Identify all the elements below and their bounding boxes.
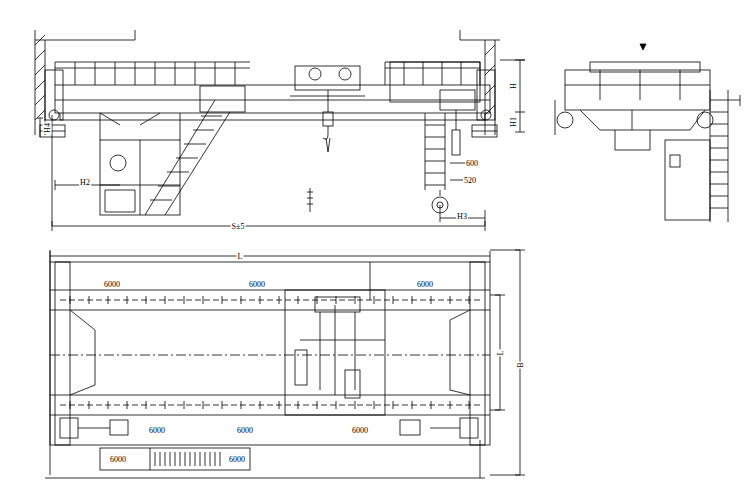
rail-tick — [165, 296, 166, 409]
railing-post — [175, 62, 176, 85]
railing-post — [115, 62, 116, 85]
railing-post — [385, 62, 386, 85]
dimension-label: S±5 — [231, 222, 246, 231]
dimension-label: 6000 — [248, 280, 266, 289]
dimension-label: H3 — [456, 212, 468, 221]
railing-post — [235, 62, 236, 85]
rail-tick — [146, 296, 147, 409]
rail-tick — [108, 296, 109, 409]
rail-tick — [222, 296, 223, 409]
dimension-label: H4 — [43, 122, 52, 134]
rail-tick — [317, 296, 318, 409]
railing-post — [461, 62, 462, 85]
dimension-label: 6000 — [416, 280, 434, 289]
railing-post — [135, 62, 136, 85]
dimension-label: L — [237, 252, 244, 261]
dimension-label: 6000 — [109, 455, 127, 464]
railing-post — [75, 62, 76, 85]
dimension-label: 6000 — [236, 426, 254, 435]
rail-tick — [260, 296, 261, 409]
rail-tick — [241, 296, 242, 409]
dimension-label: 6000 — [148, 426, 166, 435]
dimension-label: H — [509, 82, 518, 90]
railing-post — [404, 62, 405, 85]
railing-post — [55, 62, 56, 85]
dimension-label: H1 — [509, 116, 518, 128]
dimension-label: 520 — [463, 176, 477, 185]
rail-tick — [279, 296, 280, 409]
rail-tick — [393, 296, 394, 409]
railing-post — [423, 62, 424, 85]
rail-tick — [184, 296, 185, 409]
rail-tick — [412, 296, 413, 409]
rail-tick — [89, 296, 90, 409]
railing-post — [95, 62, 96, 85]
dimension-label: H2 — [79, 178, 91, 187]
railing-post — [195, 62, 196, 85]
plan-view — [45, 250, 525, 478]
rail-tick — [374, 296, 375, 409]
railing-post — [215, 62, 216, 85]
side-view — [555, 44, 740, 222]
rail-tick — [469, 296, 470, 409]
dimension-label: B — [516, 361, 525, 368]
dimension-label: 6000 — [103, 280, 121, 289]
dimension-label: L — [496, 350, 505, 357]
railing-post — [442, 62, 443, 85]
rail-tick — [127, 296, 128, 409]
dimension-label: 6000 — [351, 426, 369, 435]
rail-tick — [431, 296, 432, 409]
dimension-label: 600 — [465, 159, 479, 168]
rail-tick — [203, 296, 204, 409]
rail-tick — [336, 296, 337, 409]
elevation-view — [35, 30, 525, 231]
railing-post — [155, 62, 156, 85]
dimension-label: 6000 — [228, 455, 246, 464]
rail-tick — [298, 296, 299, 409]
